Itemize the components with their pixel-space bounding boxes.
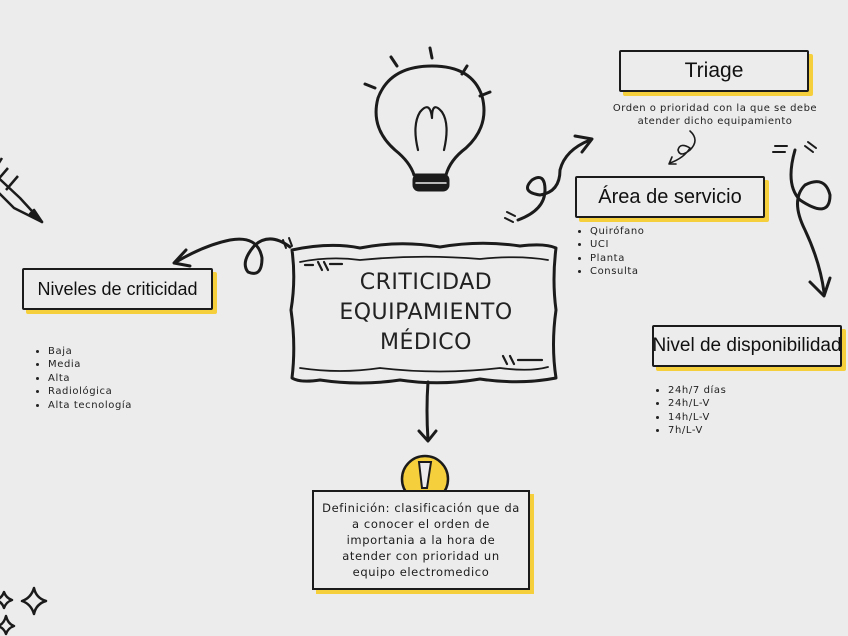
central-title-line1: CRITICIDAD <box>360 268 492 298</box>
definicion-box: Definición: clasificación que da a conoc… <box>312 490 530 590</box>
central-title-line2: EQUIPAMIENTO MÉDICO <box>296 298 556 358</box>
list-item: Media <box>48 358 132 371</box>
list-item: 7h/L-V <box>668 424 726 437</box>
nivel-disponibilidad-list: 24h/7 días 24h/L-V 14h/L-V 7h/L-V <box>654 384 726 438</box>
list-item: Radiológica <box>48 385 132 398</box>
niveles-criticidad-box: Niveles de criticidad <box>22 268 213 310</box>
definicion-text: Definición: clasificación que da a conoc… <box>322 500 520 580</box>
niveles-criticidad-list: Baja Media Alta Radiológica Alta tecnolo… <box>34 345 132 412</box>
curly-arrow-triage-note <box>670 131 695 163</box>
list-item: Planta <box>590 252 645 265</box>
area-servicio-list: Quirófano UCI Planta Consulta <box>576 225 645 279</box>
list-item: 24h/7 días <box>668 384 726 397</box>
arrow-to-definicion <box>427 382 428 440</box>
nivel-disponibilidad-box: Nivel de disponibilidad <box>652 325 842 367</box>
triage-box: Triage <box>619 50 809 92</box>
list-item: Consulta <box>590 265 645 278</box>
triage-description: Orden o prioridad con la que se debe ate… <box>612 102 818 128</box>
nivel-disponibilidad-title: Nivel de disponibilidad <box>652 335 841 357</box>
area-servicio-box: Área de servicio <box>575 176 765 218</box>
list-item: Alta <box>48 372 132 385</box>
arrowhead-disponibilidad <box>810 278 830 296</box>
list-item: Quirófano <box>590 225 645 238</box>
area-servicio-title: Área de servicio <box>598 186 741 209</box>
central-topic: CRITICIDAD EQUIPAMIENTO MÉDICO <box>296 248 556 378</box>
list-item: Baja <box>48 345 132 358</box>
niveles-criticidad-title: Niveles de criticidad <box>37 279 197 300</box>
lightbulb-icon <box>365 48 490 190</box>
arrow-to-disponibilidad <box>791 150 830 292</box>
pencil-icon <box>0 158 42 222</box>
list-item: UCI <box>590 238 645 251</box>
triage-title: Triage <box>685 59 744 83</box>
list-item: 14h/L-V <box>668 411 726 424</box>
sparkle-icon <box>0 588 46 634</box>
list-item: Alta tecnología <box>48 399 132 412</box>
list-item: 24h/L-V <box>668 397 726 410</box>
